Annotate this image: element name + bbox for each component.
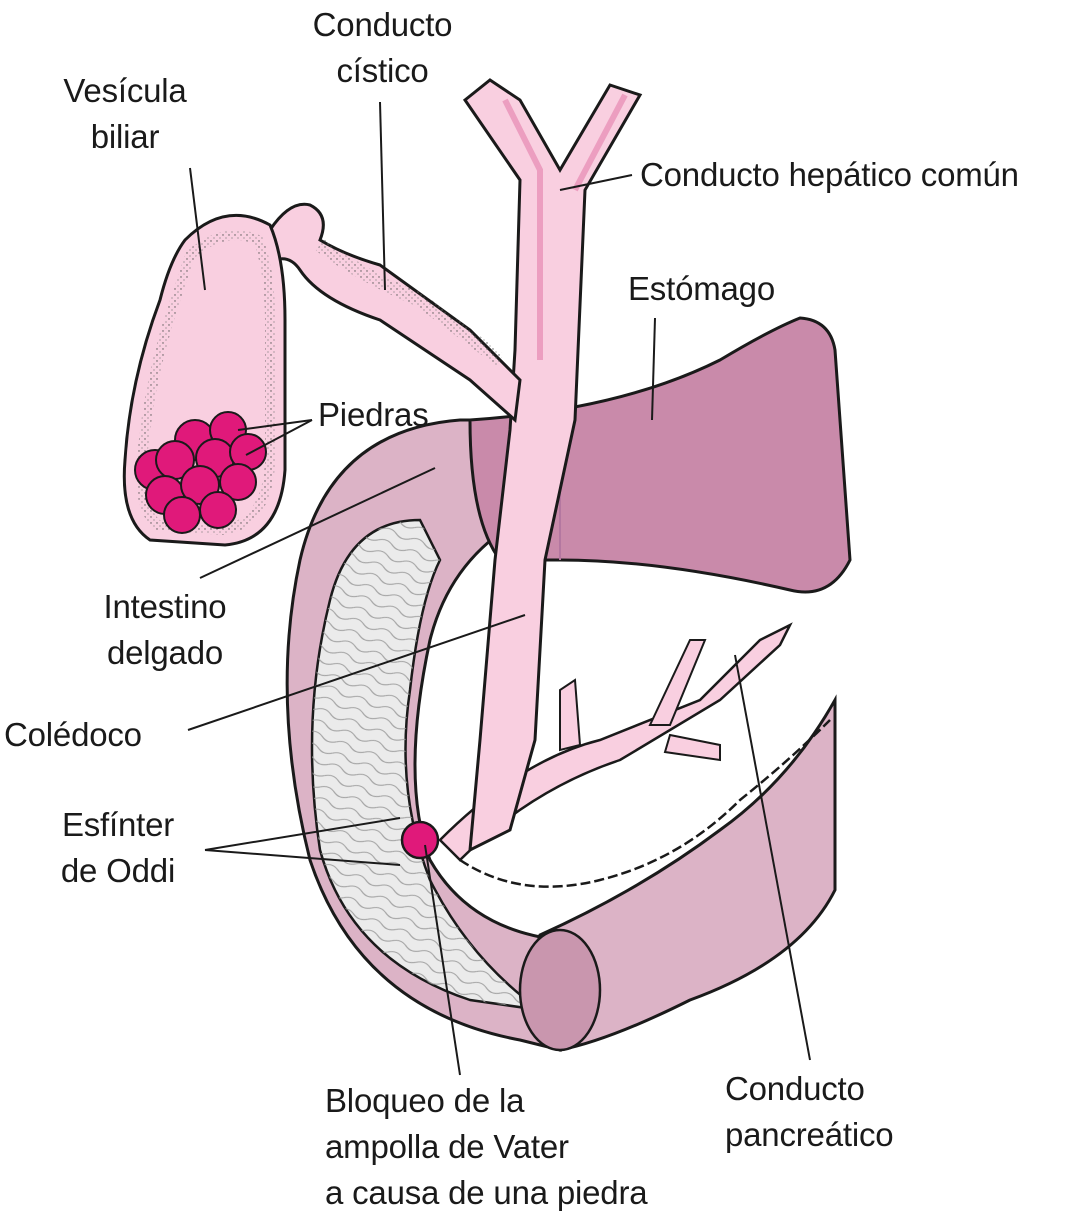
label-intestino-delgado: Intestino delgado [80, 584, 250, 676]
gallstones [134, 411, 267, 534]
leader-lines [187, 101, 811, 1076]
small-intestine [285, 418, 837, 1052]
leader-piedras-2 [245, 419, 313, 456]
label-line: Conducto [725, 1070, 865, 1107]
label-line: biliar [90, 118, 160, 155]
leader-intestino [199, 467, 436, 579]
leader-coledoco [187, 614, 526, 731]
leader-pancreatico [734, 654, 811, 1061]
leader-cistico [379, 101, 386, 291]
label-conducto-cistico: Conducto cístico [290, 2, 475, 94]
leader-vesicula [189, 167, 206, 291]
label-piedras: Piedras [318, 396, 429, 433]
label-line: Esfínter [61, 806, 175, 843]
label-line: Intestino [103, 588, 227, 625]
leader-hepatico [559, 174, 633, 191]
cystic-duct [268, 202, 522, 424]
label-conducto-pancreatico: Conducto pancreático [725, 1066, 894, 1158]
leader-esfinter-1 [204, 817, 401, 851]
label-line: de Oddi [60, 852, 176, 889]
label-line: Conducto [312, 6, 453, 43]
leader-esfinter-2 [204, 849, 401, 866]
label-estomago: Estómago [628, 270, 775, 307]
label-esfinter-de-oddi: Esfínter de Oddi [38, 802, 198, 894]
label-line: Bloqueo de la [325, 1082, 525, 1119]
bile-duct-system [462, 78, 643, 853]
label-line: ampolla de Vater [325, 1128, 569, 1165]
leader-piedras-1 [237, 419, 313, 431]
label-line: pancreático [725, 1116, 894, 1153]
label-bloqueo-ampolla: Bloqueo de la ampolla de Vater a causa d… [325, 1078, 648, 1216]
label-coledoco: Colédoco [4, 716, 142, 753]
leader-bloqueo [424, 844, 461, 1076]
label-line: a causa de una piedra [325, 1174, 648, 1211]
ampulla-stone [400, 820, 440, 860]
label-line: Vesícula [63, 72, 187, 109]
label-line: delgado [106, 634, 224, 671]
label-vesicula-biliar: Vesícula biliar [40, 68, 210, 160]
label-line: cístico [336, 52, 429, 89]
label-conducto-hepatico-comun: Conducto hepático común [640, 156, 1019, 193]
leader-estomago [651, 317, 656, 421]
